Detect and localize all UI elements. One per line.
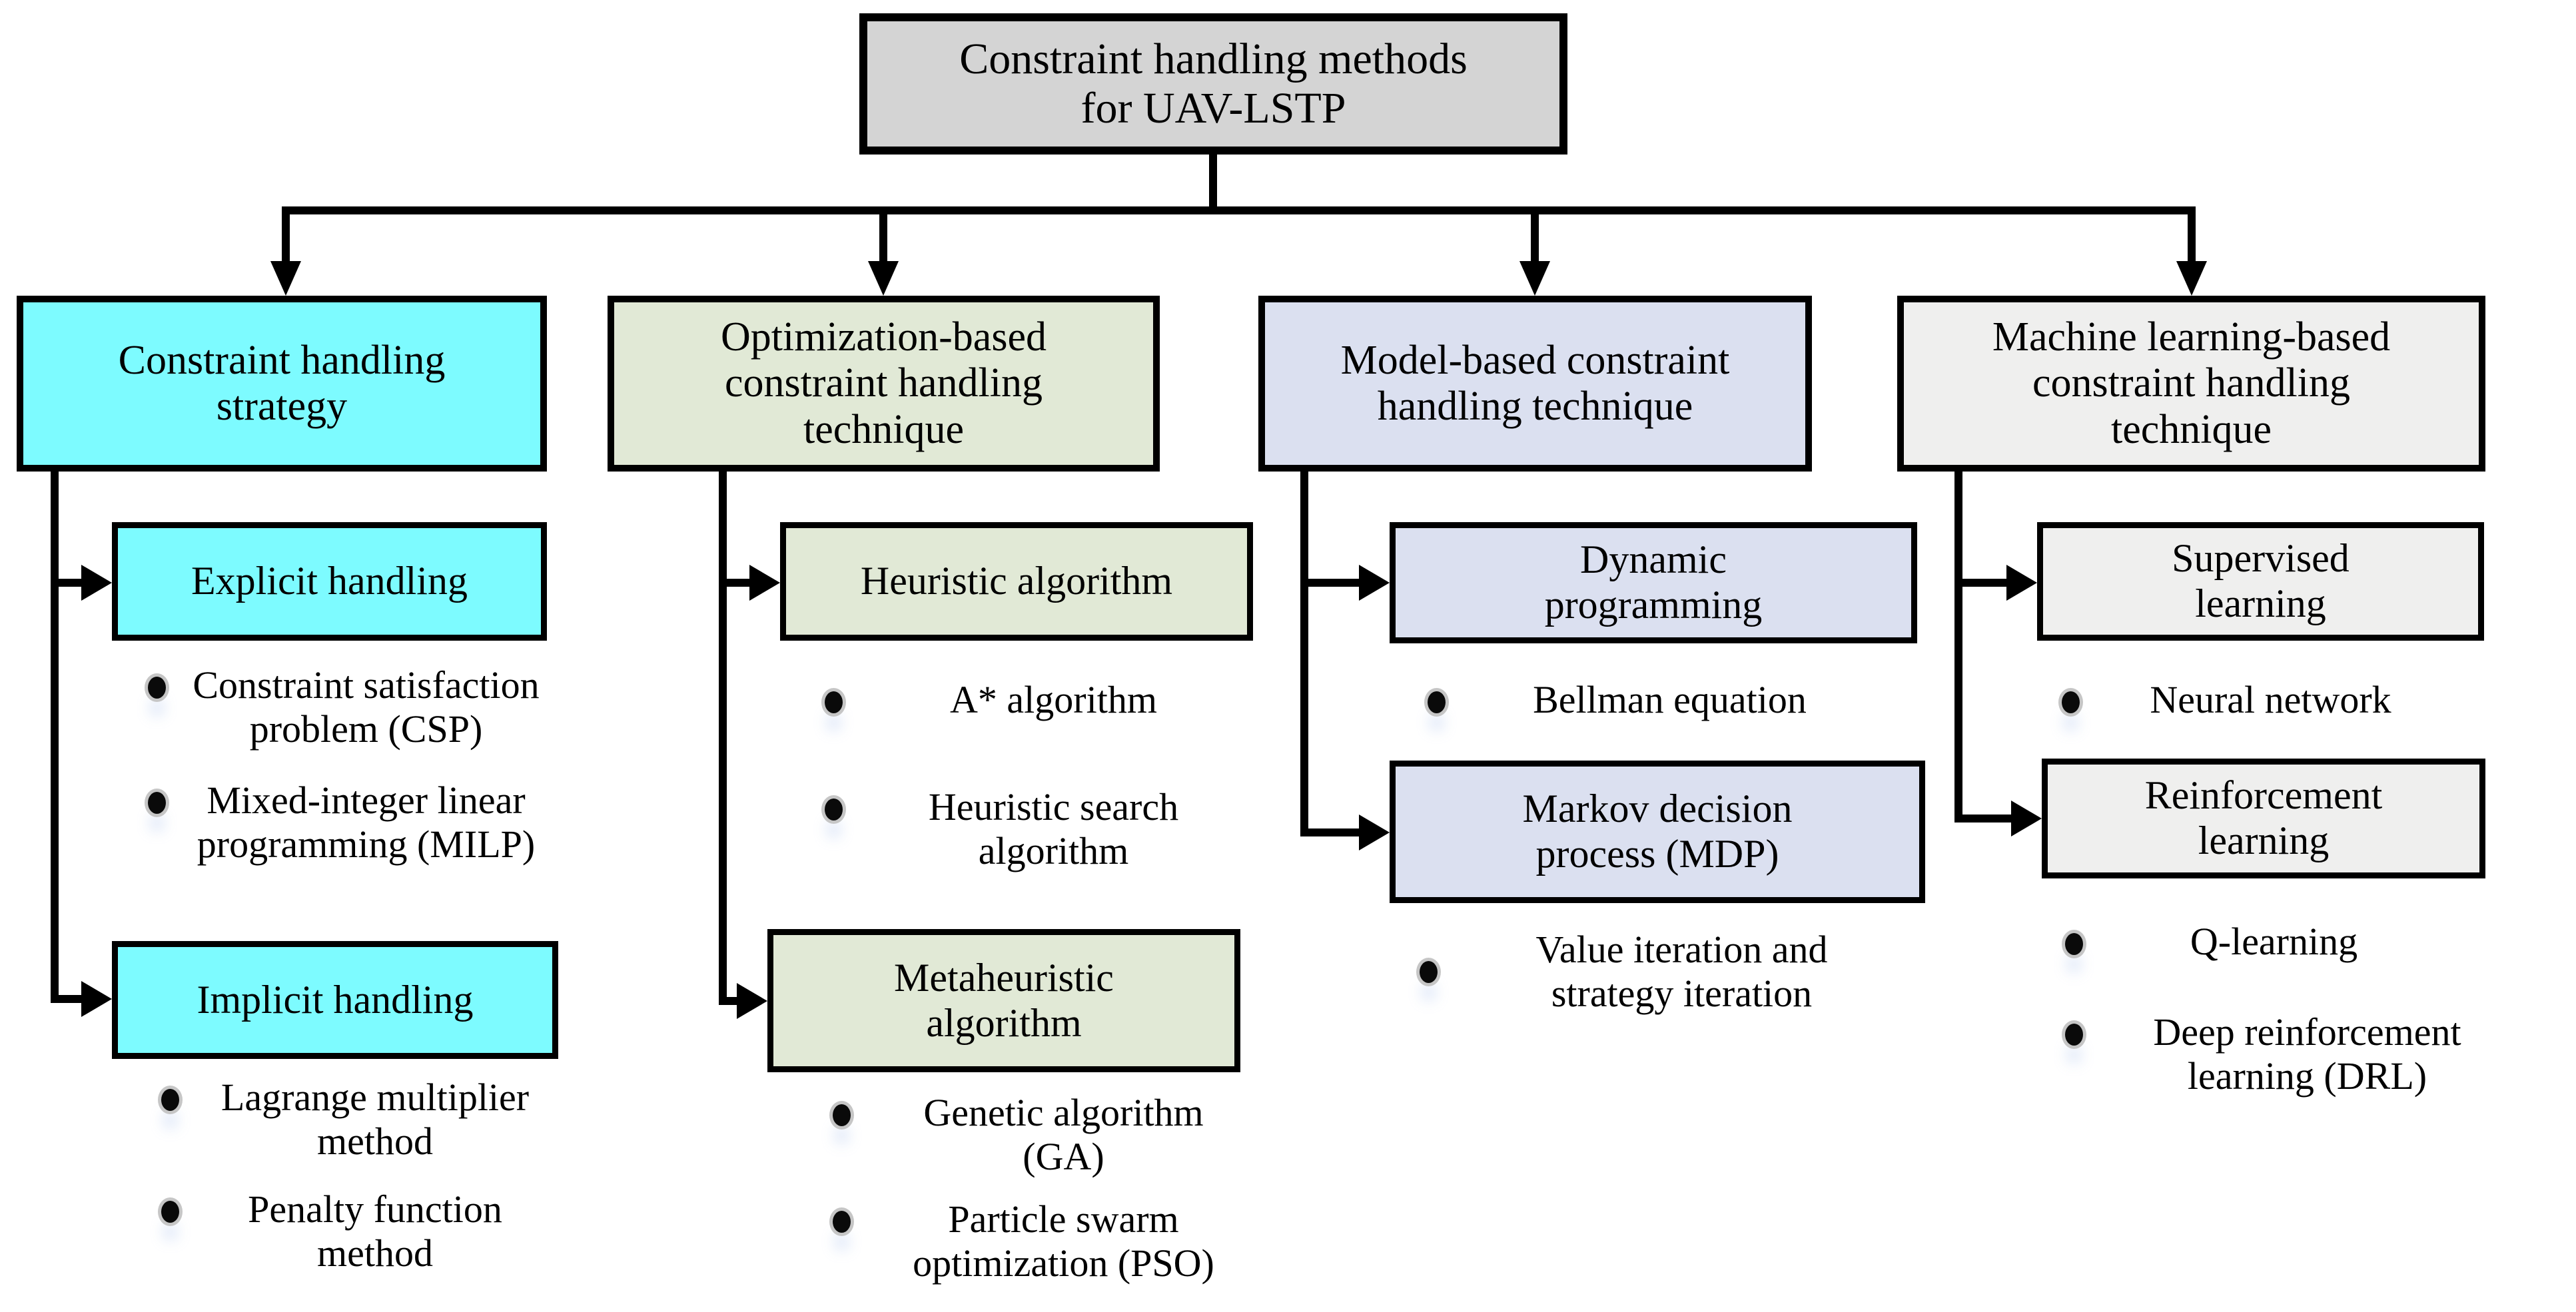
bullet-item-neural-network: Neural network: [2058, 678, 2458, 722]
bullet-icon: [1424, 688, 1449, 717]
bullet-label: Neural network: [2150, 678, 2391, 721]
bullet-label: Deep reinforcement learning (DRL): [2153, 1010, 2461, 1098]
bullet-label: Mixed-integer linear programming (MILP): [197, 779, 536, 866]
bullet-item-value-iteration: Value iteration and strategy iteration: [1416, 928, 1923, 1016]
bullet-icon: [829, 1207, 854, 1236]
branch-line-col1: [51, 472, 59, 1003]
branch-bar-col3-row1: [1304, 579, 1364, 587]
branch-line-col4: [1954, 472, 1962, 822]
bullet-label: Lagrange multiplier method: [220, 1076, 530, 1163]
bullet-label: Particle swarm optimization (PSO): [913, 1197, 1214, 1285]
arrow-right-icon-heuristic: [749, 565, 780, 601]
bullet-label: Value iteration and strategy iteration: [1535, 928, 1828, 1016]
bullet-item-lagrange: Lagrange multiplier method: [158, 1076, 568, 1163]
node-dynamic-programming: Dynamic programming: [1390, 522, 1917, 643]
bullet-icon: [2058, 688, 2083, 717]
node-constraint-handling-strategy: Constraint handling strategy: [17, 296, 547, 472]
bullet-label: Bellman equation: [1533, 678, 1807, 721]
arrow-down-icon-3: [1519, 261, 1550, 296]
arrow-right-icon-implicit: [81, 981, 112, 1017]
bullet-icon: [2062, 930, 2086, 958]
node-reinforcement-learning: Reinforcement learning: [2042, 759, 2485, 878]
drop-line-3: [1531, 210, 1539, 264]
arrow-right-icon-mdp: [1359, 815, 1390, 850]
bullet-item-heuristic-search: Heuristic search algorithm: [821, 785, 1261, 873]
bullet-label: A* algorithm: [950, 678, 1157, 721]
bullet-item-ga: Genetic algorithm (GA): [829, 1091, 1273, 1179]
bullet-icon: [158, 1086, 183, 1114]
bullet-item-pso: Particle swarm optimization (PSO): [829, 1197, 1273, 1285]
node-explicit-handling: Explicit handling: [112, 522, 547, 641]
arrow-right-icon-explicit: [81, 565, 112, 601]
branch-bar-col1-row2: [55, 995, 87, 1003]
bullet-icon: [145, 789, 169, 817]
bullet-label: Heuristic search algorithm: [928, 785, 1179, 873]
arrow-right-icon-reinforcement: [2011, 801, 2042, 836]
bullet-icon: [145, 673, 169, 702]
bullet-label: Constraint satisfaction problem (CSP): [193, 663, 540, 751]
arrow-down-icon-1: [270, 261, 301, 296]
drop-line-4: [2188, 210, 2196, 264]
bullet-icon: [829, 1101, 854, 1130]
trunk-horizontal-line: [282, 206, 2196, 214]
bullet-item-penalty: Penalty function method: [158, 1187, 568, 1275]
branch-bar-col2-row1: [723, 579, 755, 587]
node-metaheuristic-algorithm: Metaheuristic algorithm: [767, 929, 1240, 1072]
bullet-icon: [158, 1197, 183, 1226]
bullet-item-milp: Mixed-integer linear programming (MILP): [145, 779, 563, 866]
bullet-icon: [821, 795, 846, 824]
arrow-right-icon-supervised: [2006, 565, 2037, 601]
trunk-vertical-line: [1209, 153, 1217, 210]
bullet-item-drl: Deep reinforcement learning (DRL): [2062, 1010, 2528, 1098]
bullet-item-astar: A* algorithm: [821, 678, 1261, 722]
bullet-item-bellman: Bellman equation: [1424, 678, 1891, 722]
branch-line-col3: [1300, 472, 1308, 836]
node-supervised-learning: Supervised learning: [2037, 522, 2484, 641]
drop-line-1: [282, 210, 290, 264]
arrow-down-icon-2: [868, 261, 899, 296]
branch-line-col2: [719, 472, 727, 1005]
bullet-item-q-learning: Q-learning: [2062, 920, 2461, 964]
branch-bar-col4-row1: [1958, 579, 2012, 587]
node-markov-decision-process: Markov decision process (MDP): [1390, 761, 1925, 903]
root-node: Constraint handling methods for UAV-LSTP: [859, 13, 1567, 155]
arrow-down-icon-4: [2176, 261, 2207, 296]
branch-bar-col4-row2: [1958, 815, 2016, 822]
branch-bar-col1-row1: [55, 579, 87, 587]
bullet-icon: [2062, 1020, 2086, 1049]
node-implicit-handling: Implicit handling: [112, 941, 558, 1059]
bullet-label: Q-learning: [2190, 920, 2358, 963]
bullet-label: Penalty function method: [248, 1187, 502, 1275]
bullet-icon: [1416, 957, 1441, 986]
node-optimization-based-technique: Optimization-based constraint handling t…: [608, 296, 1160, 472]
branch-bar-col3-row2: [1304, 828, 1364, 836]
bullet-label: Genetic algorithm (GA): [923, 1091, 1204, 1179]
arrow-right-icon-dynamic-programming: [1359, 565, 1390, 601]
node-model-based-technique: Model-based constraint handling techniqu…: [1258, 296, 1812, 472]
arrow-right-icon-metaheuristic: [737, 983, 767, 1019]
node-heuristic-algorithm: Heuristic algorithm: [780, 522, 1253, 641]
node-machine-learning-based-technique: Machine learning-based constraint handli…: [1897, 296, 2485, 472]
bullet-icon: [821, 688, 846, 717]
bullet-item-csp: Constraint satisfaction problem (CSP): [145, 663, 563, 751]
drop-line-2: [879, 210, 887, 264]
